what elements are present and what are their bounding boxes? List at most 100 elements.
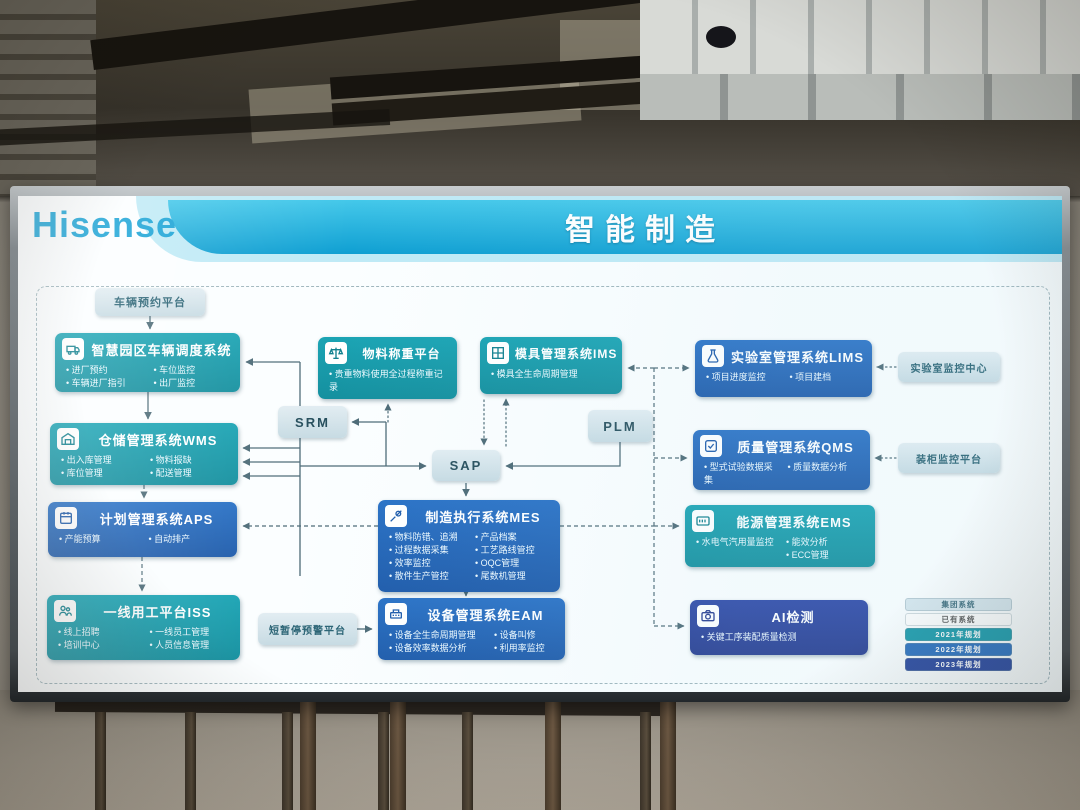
platform-label: PLM bbox=[603, 418, 637, 434]
legend-item-2023-plan: 2023年规划 bbox=[905, 658, 1012, 671]
system-item: 线上招聘 bbox=[58, 626, 142, 639]
system-item: 项目进度监控 bbox=[706, 371, 782, 384]
system-item: 设备全生命周期管理 bbox=[389, 629, 486, 642]
table-leg bbox=[378, 712, 389, 810]
left-shelving bbox=[0, 0, 96, 196]
system-item: 车辆进厂指引 bbox=[66, 377, 146, 390]
system-item: 车位监控 bbox=[154, 364, 234, 377]
system-item: 自动排产 bbox=[149, 533, 231, 546]
system-box-aps: 计划管理系统APS 产能预算 自动排产 bbox=[48, 502, 237, 557]
system-box-qms: 质量管理系统QMS 型式试验数据采集 质量数据分析 bbox=[693, 430, 870, 490]
system-item: 产能预算 bbox=[59, 533, 141, 546]
quality-check-icon bbox=[700, 435, 722, 457]
system-item: 效率监控 bbox=[389, 557, 467, 570]
ceiling-lamp bbox=[706, 26, 736, 48]
platform-label: SRM bbox=[295, 414, 330, 430]
vehicle-icon bbox=[62, 338, 84, 360]
table-leg bbox=[462, 712, 473, 810]
system-item: 工艺路线管控 bbox=[475, 544, 553, 557]
legend-label: 2023年规划 bbox=[935, 660, 982, 669]
system-box-ims: 模具管理系统IMS 模具全生命周期管理 bbox=[480, 337, 622, 394]
system-item: 模具全生命周期管理 bbox=[491, 368, 615, 381]
scale-icon bbox=[325, 342, 347, 364]
system-item: 设备效率数据分析 bbox=[389, 642, 486, 655]
system-title: 设备管理系统EAM bbox=[427, 607, 544, 623]
platform-sap: SAP bbox=[432, 450, 500, 481]
stand-post bbox=[390, 700, 406, 810]
system-item: 进厂预约 bbox=[66, 364, 146, 377]
platform-container-monitor: 装柜监控平台 bbox=[898, 443, 1000, 473]
system-item: 培训中心 bbox=[58, 639, 142, 652]
system-title: 实验室管理系统LIMS bbox=[730, 349, 865, 365]
mold-icon bbox=[487, 342, 509, 364]
platform-srm: SRM bbox=[278, 406, 347, 438]
legend-label: 2021年规划 bbox=[935, 630, 982, 639]
system-item: 利用率监控 bbox=[494, 642, 558, 655]
system-title: 智慧园区车辆调度系统 bbox=[91, 342, 232, 358]
legend: 集团系统 已有系统 2021年规划 2022年规划 2023年规划 bbox=[905, 598, 1012, 671]
system-box-ai-inspection: AI检测 关键工序装配质量检测 bbox=[690, 600, 868, 655]
system-item: 设备叫修 bbox=[494, 629, 558, 642]
system-item: 型式试验数据采集 bbox=[704, 461, 780, 487]
platform-label: 短暂停预警平台 bbox=[269, 625, 346, 637]
platform-label: 装柜监控平台 bbox=[916, 454, 982, 466]
system-box-lims: 实验室管理系统LIMS 项目进度监控 项目建档 bbox=[695, 340, 872, 397]
platform-lab-monitor-center: 实验室监控中心 bbox=[898, 352, 1000, 382]
system-title: 一线用工平台ISS bbox=[103, 604, 212, 620]
system-box-eam: 设备管理系统EAM 设备全生命周期管理设备效率数据分析 设备叫修利用率监控 bbox=[378, 598, 565, 660]
system-item: 贵重物料使用全过程称重记录 bbox=[329, 368, 450, 394]
system-item: 出入库管理 bbox=[61, 454, 142, 467]
system-title: 模具管理系统IMS bbox=[515, 346, 618, 361]
wall-duct bbox=[640, 74, 1080, 120]
legend-item-2022-plan: 2022年规划 bbox=[905, 643, 1012, 656]
system-item: 物料防错、追溯 bbox=[389, 531, 467, 544]
system-item: OQC管理 bbox=[475, 557, 553, 570]
system-item: 过程数据采集 bbox=[389, 544, 467, 557]
ai-camera-icon bbox=[697, 605, 719, 627]
system-item: 一线员工管理 bbox=[150, 626, 234, 639]
system-box-mes: 制造执行系统MES 物料防错、追溯 过程数据采集 效率监控 散件生产管控 产品档… bbox=[378, 500, 560, 592]
system-box-vehicle-dispatch: 智慧园区车辆调度系统 进厂预约车辆进厂指引 车位监控出厂监控 bbox=[55, 333, 240, 392]
board-screen: 智能制造 Hisense bbox=[18, 196, 1062, 692]
system-box-ems: 能源管理系统EMS 水电气汽用量监控 能效分析ECC管理 bbox=[685, 505, 875, 567]
system-title: 仓储管理系统WMS bbox=[98, 432, 218, 448]
system-item: 物料报缺 bbox=[150, 454, 231, 467]
system-item: 能效分析 bbox=[786, 536, 868, 549]
platform-label: SAP bbox=[449, 458, 483, 473]
legend-item-2021-plan: 2021年规划 bbox=[905, 628, 1012, 641]
planning-icon bbox=[55, 507, 77, 529]
platform-plm: PLM bbox=[588, 410, 652, 442]
equipment-icon bbox=[385, 603, 407, 625]
people-icon bbox=[54, 600, 76, 622]
stand-post bbox=[300, 700, 316, 810]
diagram-boundary bbox=[36, 286, 1050, 684]
header-ribbon: 智能制造 bbox=[168, 200, 1062, 254]
system-item: 关键工序装配质量检测 bbox=[701, 631, 861, 644]
platform-shortstop-warning: 短暂停预警平台 bbox=[258, 613, 357, 645]
system-item: 水电气汽用量监控 bbox=[696, 536, 778, 549]
table-leg bbox=[640, 712, 651, 810]
system-item: 库位管理 bbox=[61, 467, 142, 480]
page-title: 智能制造 bbox=[565, 214, 725, 247]
system-title: AI检测 bbox=[771, 609, 815, 625]
system-item: 质量数据分析 bbox=[788, 461, 864, 474]
stand-post bbox=[660, 700, 676, 810]
system-title: 物料称重平台 bbox=[362, 346, 441, 361]
platform-vehicle-booking: 车辆预约平台 bbox=[95, 288, 205, 316]
system-box-iss: 一线用工平台ISS 线上招聘培训中心 一线员工管理人员信息管理 bbox=[47, 595, 240, 660]
system-box-weighing: 物料称重平台 贵重物料使用全过程称重记录 bbox=[318, 337, 457, 399]
legend-item-group-systems: 集团系统 bbox=[905, 598, 1012, 611]
legend-item-existing-systems: 已有系统 bbox=[905, 613, 1012, 626]
system-box-wms: 仓储管理系统WMS 出入库管理库位管理 物料报缺配送管理 bbox=[50, 423, 238, 485]
stand-post bbox=[545, 700, 561, 810]
hisense-logo: Hisense bbox=[32, 204, 178, 245]
legend-label: 集团系统 bbox=[941, 600, 976, 609]
system-title: 计划管理系统APS bbox=[99, 511, 214, 527]
table-leg bbox=[282, 712, 293, 810]
system-title: 制造执行系统MES bbox=[425, 509, 541, 525]
legend-label: 已有系统 bbox=[941, 615, 976, 624]
system-item: 产品档案 bbox=[475, 531, 553, 544]
warehouse-icon bbox=[57, 428, 79, 450]
energy-meter-icon bbox=[692, 510, 714, 532]
